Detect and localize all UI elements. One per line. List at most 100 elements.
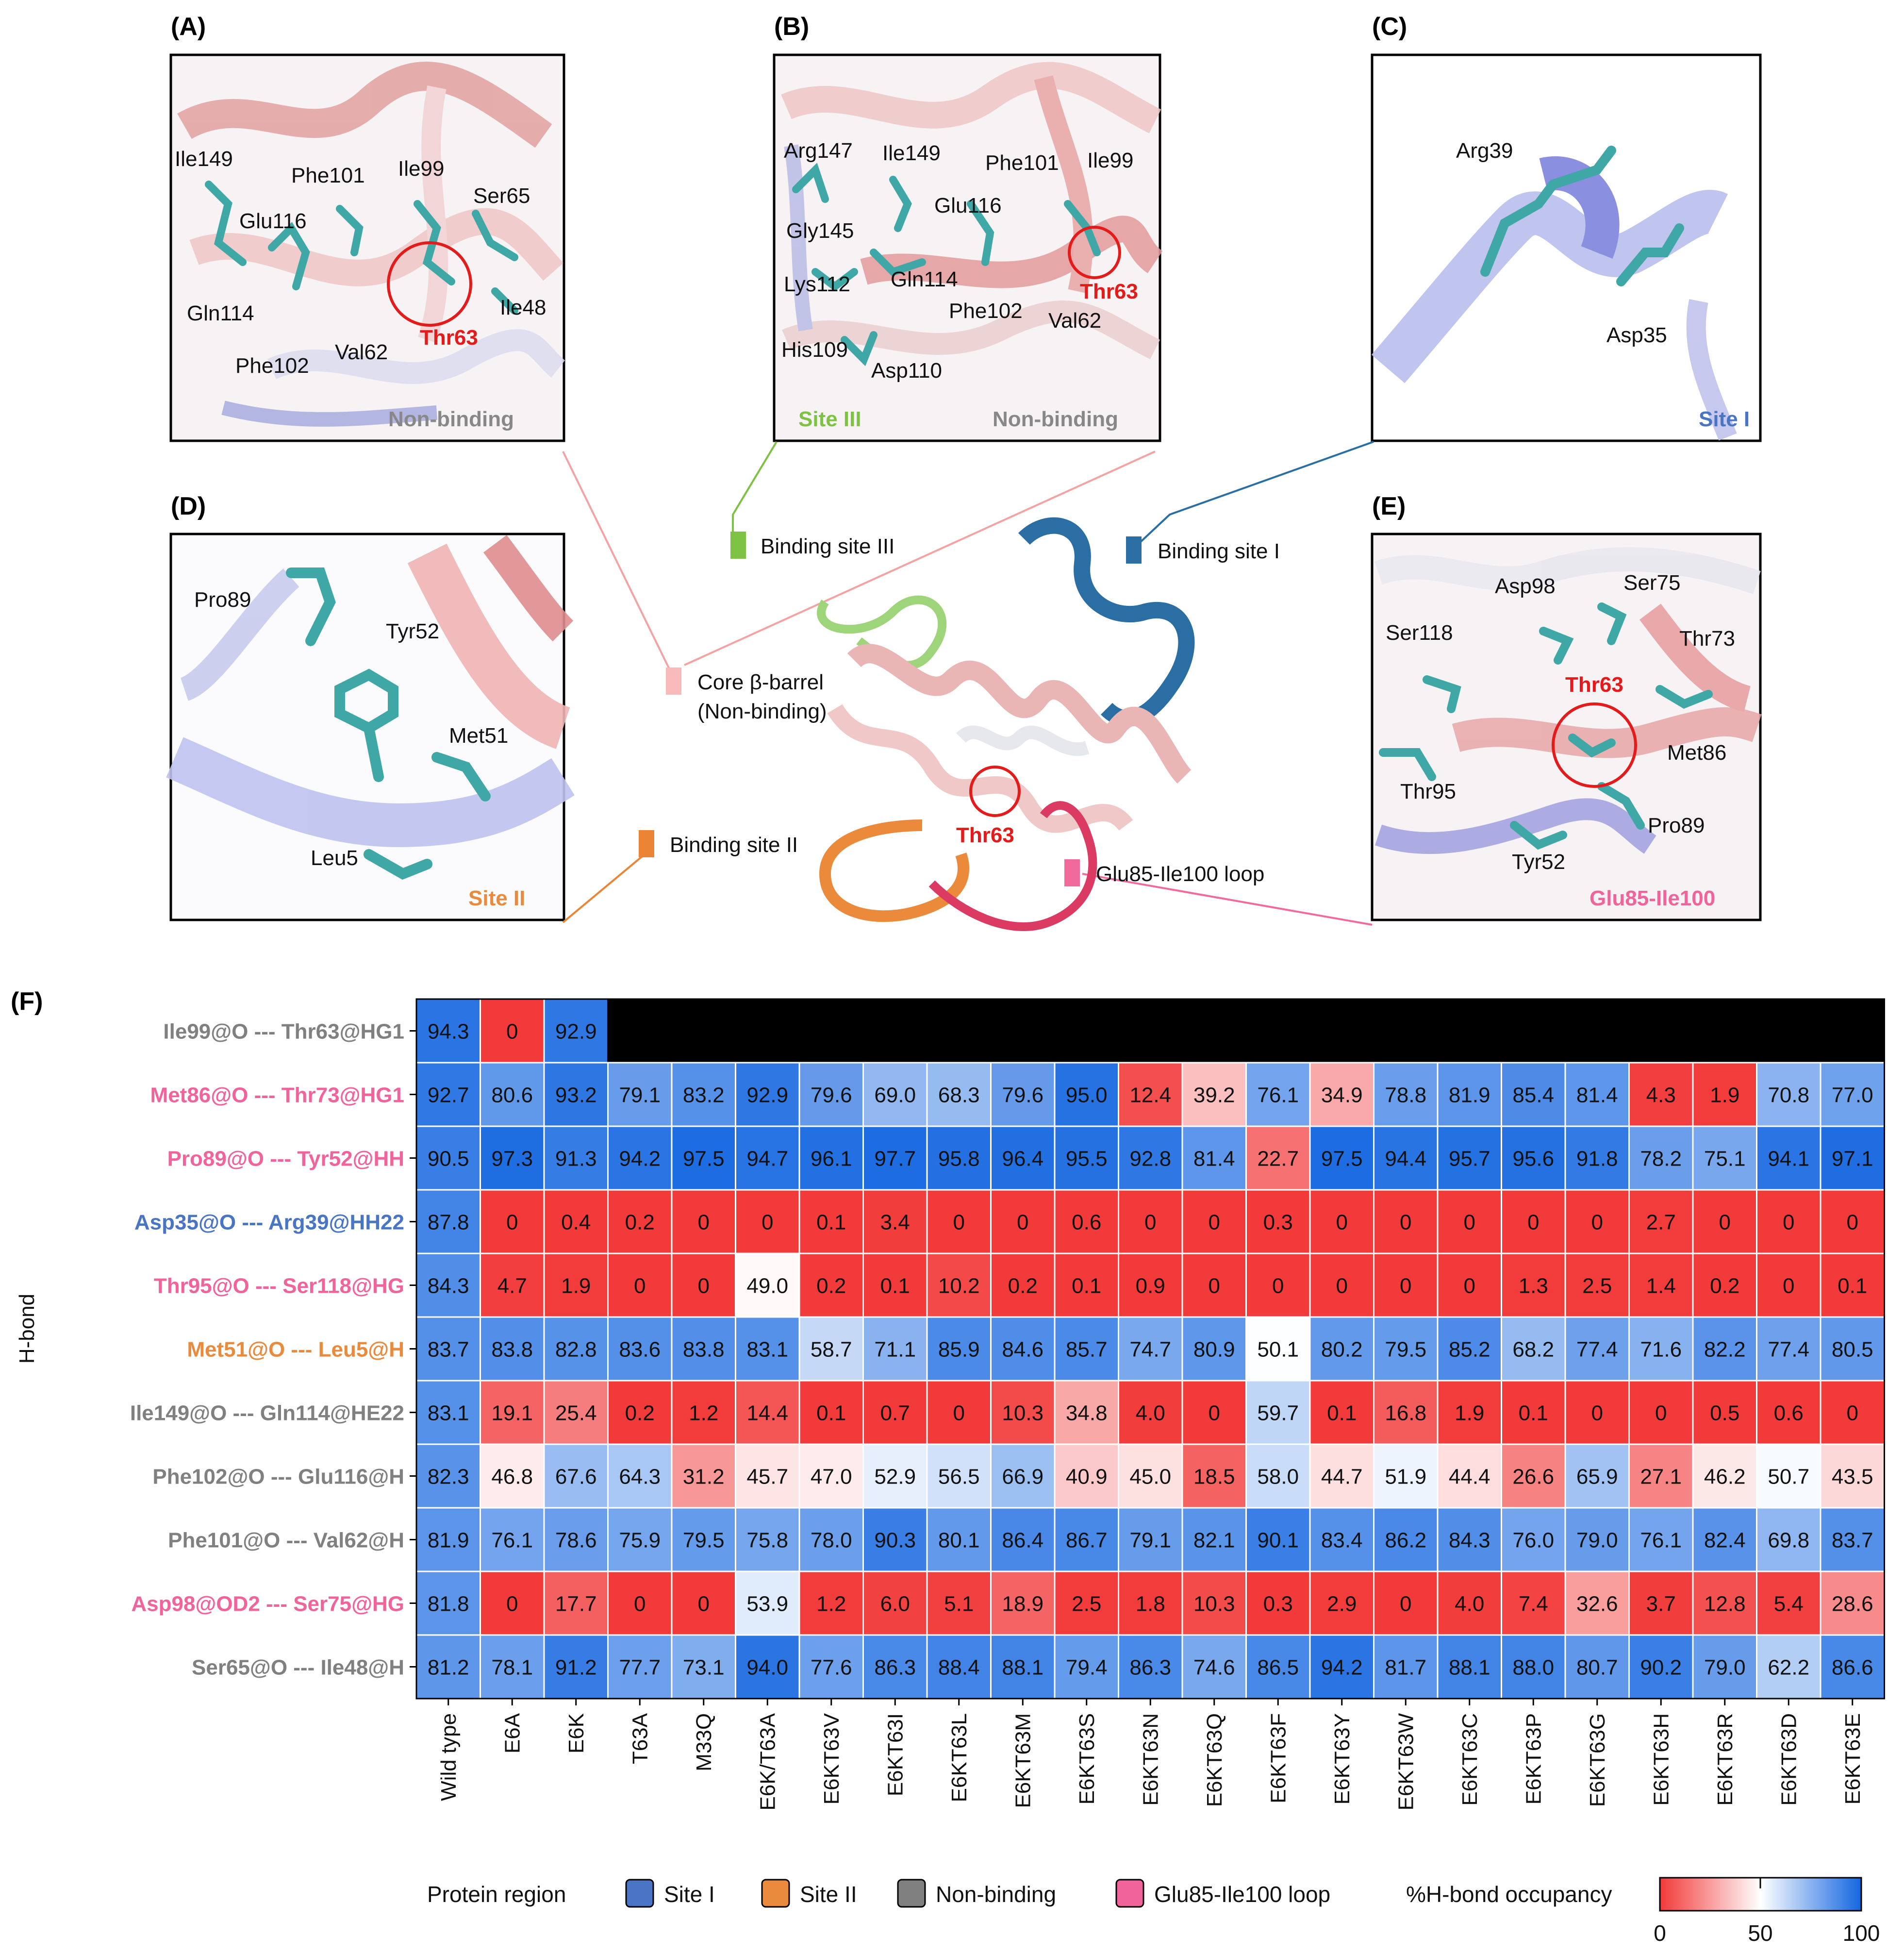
column-label: E6KT63W bbox=[1394, 1713, 1418, 1811]
cell-value: 75.1 bbox=[1704, 1147, 1746, 1171]
heatmap-cell bbox=[798, 998, 864, 1064]
cell-value: 2.7 bbox=[1646, 1211, 1676, 1235]
panel-d-sticks bbox=[286, 567, 491, 880]
cell-value: 84.3 bbox=[1449, 1529, 1490, 1552]
cell-value: 5.1 bbox=[944, 1592, 974, 1616]
cell-value: 73.1 bbox=[683, 1656, 725, 1680]
cell-value: 78.8 bbox=[1385, 1084, 1426, 1107]
cell-value: 0.6 bbox=[1774, 1401, 1804, 1425]
cell-value: 43.5 bbox=[1832, 1465, 1873, 1489]
cell-value: 0 bbox=[1400, 1211, 1411, 1235]
heatmap-cell bbox=[415, 1634, 481, 1700]
site3-swatch bbox=[730, 532, 746, 559]
cell-value: 3.4 bbox=[880, 1211, 910, 1235]
heatmap-cell bbox=[1501, 1252, 1566, 1318]
cell-value: 1.9 bbox=[1455, 1401, 1484, 1425]
cell-value: 0.1 bbox=[1327, 1401, 1357, 1425]
cell-value: 79.1 bbox=[1129, 1529, 1171, 1552]
heatmap-cell bbox=[415, 1380, 481, 1445]
cell-value: 1.2 bbox=[816, 1592, 846, 1616]
heatmap-cell bbox=[607, 1062, 673, 1127]
heatmap-frame bbox=[415, 998, 1885, 1700]
cell-value: 45.7 bbox=[746, 1465, 788, 1489]
heatmap-cell bbox=[1118, 1507, 1183, 1572]
heatmap-cell bbox=[543, 1634, 609, 1700]
cell-value: 46.2 bbox=[1704, 1465, 1746, 1489]
cell-value: 47.0 bbox=[811, 1465, 852, 1489]
panel-c-residue-labels: Arg39 Asp35 bbox=[1456, 139, 1667, 347]
cell-value: 45.0 bbox=[1129, 1465, 1171, 1489]
cell-value: 18.5 bbox=[1193, 1465, 1235, 1489]
heatmap-cell bbox=[1692, 1443, 1757, 1509]
cell-value: 78.0 bbox=[811, 1529, 852, 1552]
heatmap-cell bbox=[1437, 1062, 1502, 1127]
cell-value: 86.2 bbox=[1385, 1529, 1426, 1552]
cell-value: 86.6 bbox=[1832, 1656, 1873, 1680]
heatmap-cell bbox=[1245, 1316, 1311, 1382]
panel-b-residue-labels: Arg147 Ile149 Phe101 Ile99 Gly145 Glu116… bbox=[781, 139, 1133, 383]
heatmap-cell bbox=[480, 1570, 545, 1636]
heatmap-cell bbox=[862, 1316, 928, 1382]
cell-value: 67.6 bbox=[555, 1465, 597, 1489]
heatmap-cell bbox=[1181, 1252, 1247, 1318]
cell-value: 74.6 bbox=[1193, 1656, 1235, 1680]
cell-value: 31.2 bbox=[683, 1465, 725, 1489]
row-label: Phe101@O --- Val62@H bbox=[168, 1529, 404, 1552]
heatmap-cell bbox=[735, 1316, 800, 1382]
column-label: E6KT63L bbox=[947, 1713, 971, 1802]
legend-swatch bbox=[761, 1879, 790, 1908]
cell-value: 0 bbox=[762, 1211, 773, 1235]
panel-c: (C) Arg39 Asp35 Site I bbox=[1371, 13, 1762, 442]
heatmap-cell bbox=[607, 1189, 673, 1254]
thr63-label: Thr63 bbox=[1080, 280, 1138, 303]
heatmap-cell bbox=[607, 1634, 673, 1700]
colorbar-tick: 50 bbox=[1748, 1920, 1772, 1946]
cell-value: 0 bbox=[1272, 1274, 1284, 1298]
cell-value: 10.2 bbox=[938, 1274, 980, 1298]
cell-value: 81.4 bbox=[1576, 1084, 1618, 1107]
panel-e: (E) Asp98 Ser75 Ser118 Thr73 Met86 Thr95… bbox=[1371, 492, 1762, 921]
cell-value: 0 bbox=[1655, 1401, 1667, 1425]
cell-value: 75.9 bbox=[619, 1529, 661, 1552]
heatmap-cell bbox=[671, 1189, 736, 1254]
heatmap-cell bbox=[1501, 1380, 1566, 1445]
cell-value: 79.1 bbox=[619, 1084, 661, 1107]
heatmap-cell bbox=[1245, 1062, 1311, 1127]
cell-value: 88.0 bbox=[1512, 1656, 1554, 1680]
cell-value: 85.7 bbox=[1066, 1338, 1108, 1362]
cell-value: 95.0 bbox=[1066, 1084, 1108, 1107]
cell-value: 0 bbox=[634, 1274, 646, 1298]
heatmap-cell bbox=[990, 1634, 1056, 1700]
cell-value: 53.9 bbox=[746, 1592, 788, 1616]
heatmap-cell bbox=[415, 1443, 481, 1509]
panel-d-ribbons bbox=[166, 535, 575, 848]
heatmap-cell bbox=[671, 1380, 736, 1445]
column-label: E6K bbox=[564, 1713, 588, 1753]
cell-value: 83.8 bbox=[491, 1338, 533, 1362]
cell-value: 82.3 bbox=[428, 1465, 469, 1489]
cell-value: 86.5 bbox=[1257, 1656, 1299, 1680]
heatmap-cell bbox=[1501, 998, 1566, 1064]
column-label: E6K/T63A bbox=[756, 1713, 779, 1810]
residue-label: Thr95 bbox=[1400, 780, 1456, 803]
cell-value: 82.2 bbox=[1704, 1338, 1746, 1362]
cell-value: 78.2 bbox=[1640, 1147, 1682, 1171]
heatmap-cell bbox=[798, 1634, 864, 1700]
column-label: E6KT63V bbox=[820, 1713, 844, 1804]
cell-value: 65.9 bbox=[1576, 1465, 1618, 1489]
heatmap-cell bbox=[671, 1062, 736, 1127]
cell-value: 83.2 bbox=[683, 1084, 725, 1107]
heatmap-cell bbox=[1628, 1125, 1694, 1191]
core-swatch bbox=[666, 667, 681, 695]
cell-value: 14.4 bbox=[746, 1401, 788, 1425]
residue-label: Lys112 bbox=[784, 272, 850, 296]
residue-label: Pro89 bbox=[194, 588, 251, 612]
cell-value: 5.4 bbox=[1774, 1592, 1804, 1616]
heatmap-cell bbox=[1054, 1443, 1119, 1509]
cell-value: 81.9 bbox=[428, 1529, 469, 1552]
thr63-label: Thr63 bbox=[1565, 673, 1623, 697]
row-label: Met86@O --- Thr73@HG1 bbox=[150, 1084, 404, 1107]
panel-e-sticks bbox=[1379, 602, 1713, 850]
panel-c-helix bbox=[1371, 156, 1737, 441]
heatmap-cell bbox=[926, 1570, 992, 1636]
